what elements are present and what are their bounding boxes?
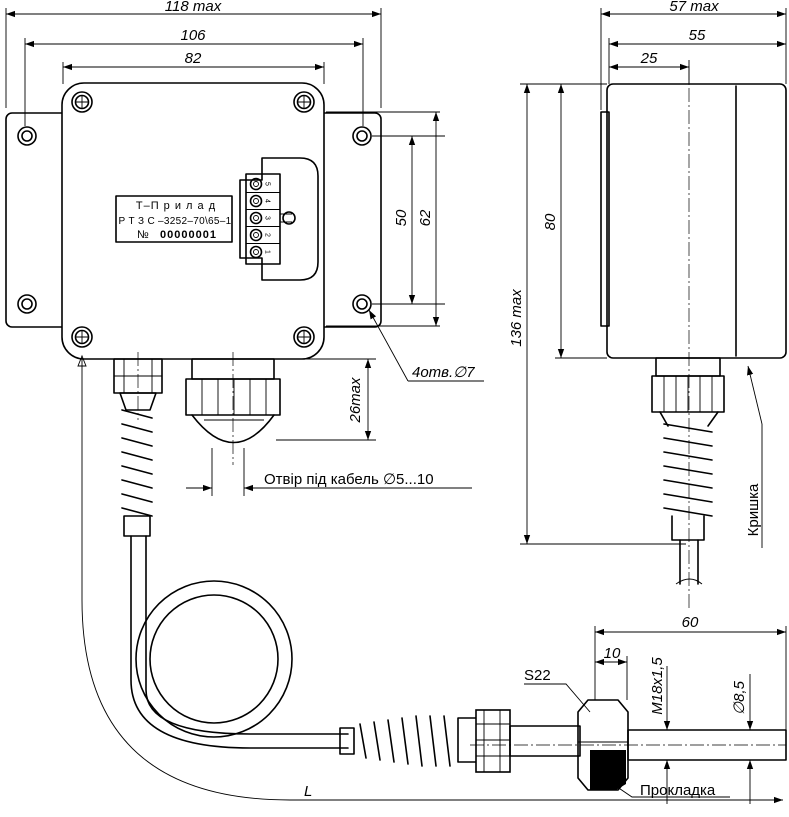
dim-106: 106	[180, 27, 206, 44]
dim-26-max: 26max	[347, 377, 364, 424]
dim-60: 60	[682, 614, 699, 631]
cable-hole-label: Отвір під кабель ∅5...10	[264, 471, 434, 488]
dim-80: 80	[542, 213, 559, 230]
plate-model: Р Т З С –3252–70\65–1	[119, 216, 232, 227]
terminal-screw: 2	[246, 228, 280, 244]
corner-screw	[71, 91, 93, 113]
plate-number-label: №	[137, 229, 150, 241]
dim-diameter: ∅8,5	[731, 680, 748, 715]
dim-thread: M18x1,5	[649, 657, 666, 715]
dim-82: 82	[185, 50, 202, 67]
dim-length-L: L	[304, 783, 312, 800]
side-glands	[651, 357, 725, 585]
side-mount-plate	[600, 111, 610, 327]
mounting-hole	[352, 126, 372, 146]
capillary-coil	[135, 580, 293, 738]
capillary-tube	[130, 535, 349, 749]
dim-57-max: 57 max	[669, 0, 719, 15]
corner-screw	[71, 326, 93, 348]
hex-size-label: S22	[524, 667, 551, 684]
nameplate: Т–П р и л а д Р Т З С –3252–70\65–1 № 00…	[115, 195, 233, 243]
dim-118-max: 118 max	[165, 0, 222, 15]
lid-label: Кришка	[745, 483, 762, 536]
front-view: 5 4 3 2 1 Т–П р и л а д Р Т З С –3252–70\65–…	[5, 82, 382, 537]
terminal-screw: 5	[246, 177, 280, 193]
side-dimensions: 57 max 55 25 80 136 max Кришка	[508, 0, 787, 548]
gland-axis	[137, 352, 234, 465]
mounting-hole	[17, 294, 37, 314]
holes-callout: 4отв.∅7	[412, 364, 475, 381]
front-dimensions: 118 max 106 82 50 62 4отв.∅7 26max Отвір…	[5, 0, 484, 496]
dim-25: 25	[640, 50, 658, 67]
side-housing	[606, 83, 787, 359]
terminal-number: 3	[264, 216, 271, 220]
side-view	[600, 66, 787, 610]
gasket-label: Прокладка	[640, 782, 716, 799]
dim-50: 50	[393, 209, 410, 226]
probe-assembly	[339, 699, 787, 791]
mounting-hole	[352, 294, 372, 314]
terminal-number: 4	[264, 199, 271, 203]
terminal-screw: 4	[246, 194, 280, 210]
terminal-screw: 1	[249, 245, 271, 259]
dim-136-max: 136 max	[508, 289, 525, 347]
plate-serial: 00000001	[160, 229, 217, 241]
terminal-number: 2	[264, 233, 271, 237]
dim-62: 62	[417, 209, 434, 226]
dim-10: 10	[604, 645, 621, 662]
probe-dimensions: 60 10 M18x1,5 ∅8,5 S22 Прокладка L	[77, 354, 787, 804]
corner-screw	[293, 326, 315, 348]
terminal-block: 5 4 3 2 1	[239, 157, 319, 281]
mounting-hole	[17, 126, 37, 146]
terminal-screw: 3	[246, 211, 280, 227]
dim-55: 55	[689, 27, 706, 44]
terminal-number: 1	[264, 250, 271, 254]
plate-brand: Т–П р и л а д	[136, 200, 216, 212]
corner-screw	[293, 91, 315, 113]
terminal-number: 5	[264, 182, 271, 186]
